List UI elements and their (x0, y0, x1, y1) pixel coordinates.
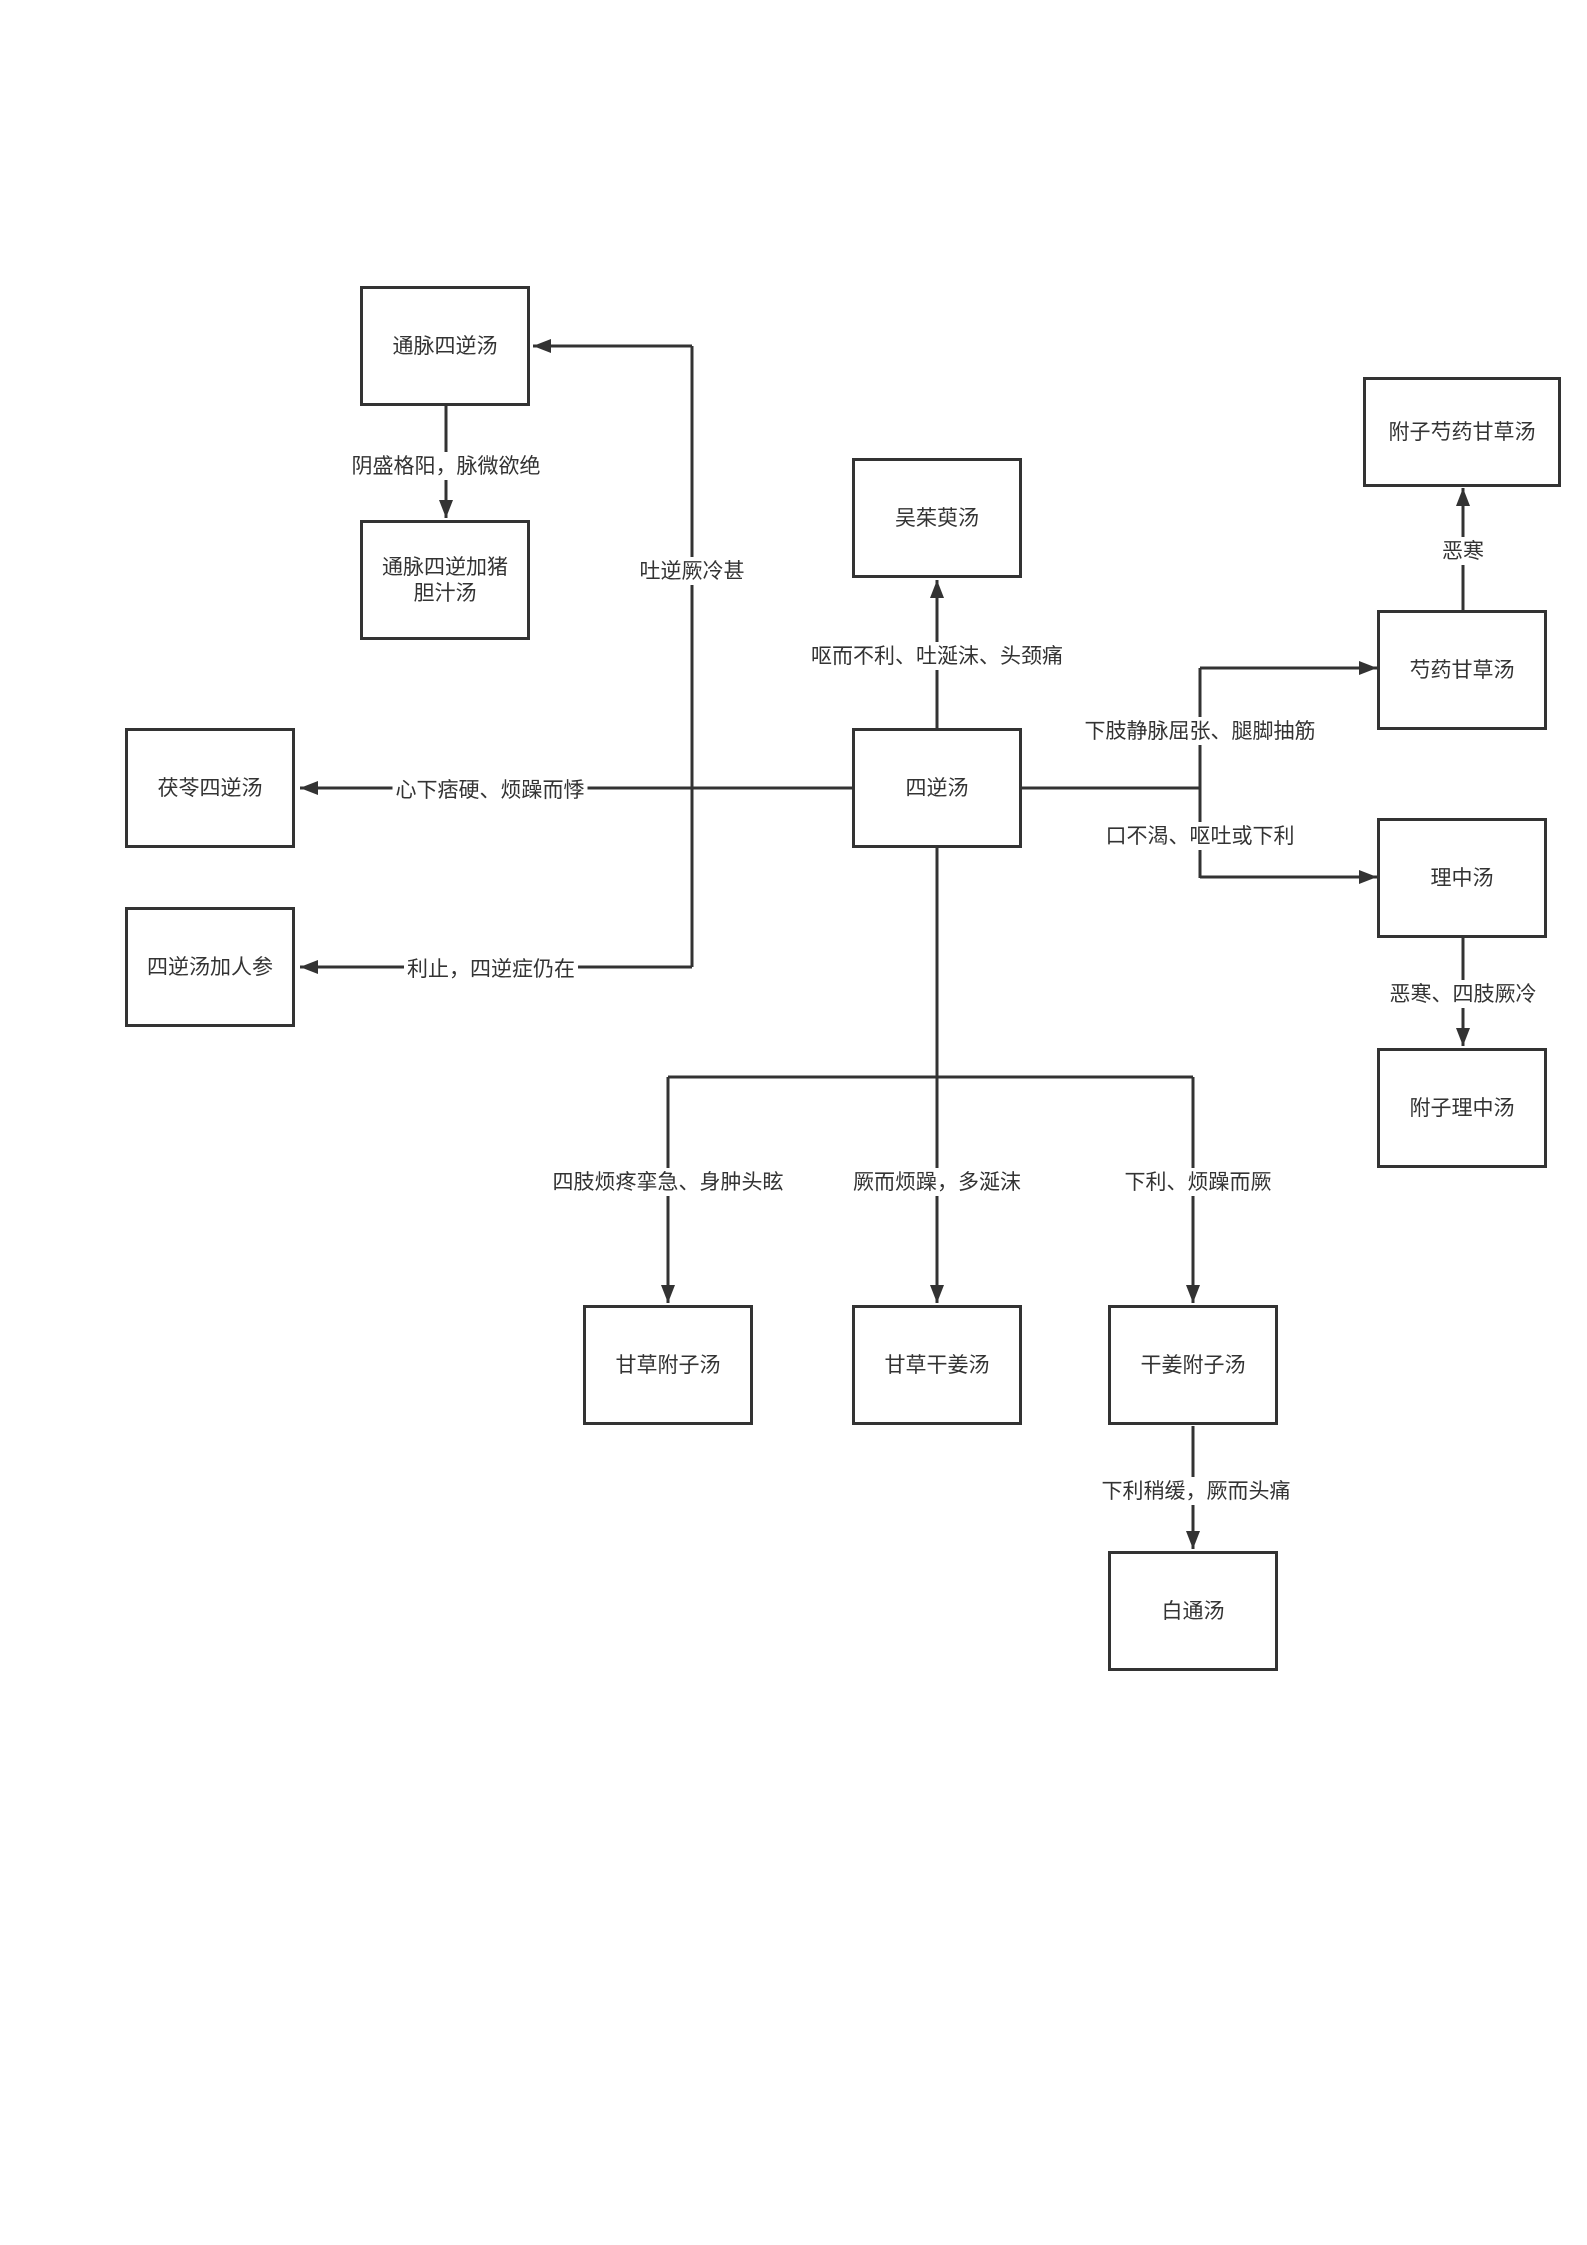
label-to-ganjiang-fuzi: 下利、烦躁而厥 (1121, 1168, 1275, 1196)
node-baitong: 白通汤 (1108, 1551, 1278, 1671)
node-ganjiang-fuzi: 干姜附子汤 (1108, 1305, 1278, 1425)
node-fuzi-lizhong: 附子理中汤 (1377, 1048, 1547, 1168)
label-to-fuzi-shaoyao-gancao: 恶寒 (1439, 537, 1487, 565)
label-to-tongmai-zhudan: 阴盛格阳，脉微欲绝 (348, 452, 544, 480)
node-tongmai-zhudan: 通脉四逆加猪胆汁汤 (360, 520, 530, 640)
label-to-baitong: 下利稍缓，厥而头痛 (1098, 1477, 1294, 1505)
label-to-sini-renshen: 利止，四逆症仍在 (404, 955, 578, 983)
node-wuzhuyu: 吴茱萸汤 (852, 458, 1022, 578)
node-fuling: 茯苓四逆汤 (125, 728, 295, 848)
label-to-wuzhuyu: 呕而不利、吐涎沫、头颈痛 (808, 642, 1066, 670)
label-to-gancao-ganjiang: 厥而烦躁，多涎沫 (850, 1168, 1024, 1196)
label-to-lizhong: 口不渴、呕吐或下利 (1102, 822, 1298, 850)
node-tongmai: 通脉四逆汤 (360, 286, 530, 406)
node-sini-renshen: 四逆汤加人参 (125, 907, 295, 1027)
node-gancao-ganjiang: 甘草干姜汤 (852, 1305, 1022, 1425)
label-to-tongmai: 吐逆厥冷甚 (636, 557, 748, 585)
label-to-gancao-fuzi: 四肢烦疼挛急、身肿头眩 (549, 1168, 787, 1196)
label-to-fuzi-lizhong: 恶寒、四肢厥冷 (1386, 980, 1540, 1008)
label-to-shaoyao-gancao: 下肢静脉屈张、腿脚抽筋 (1081, 717, 1319, 745)
node-fuzi-shaoyao-gancao: 附子芍药甘草汤 (1363, 377, 1561, 487)
node-lizhong: 理中汤 (1377, 818, 1547, 938)
label-to-fuling: 心下痞硬、烦躁而悸 (392, 776, 588, 804)
node-sini: 四逆汤 (852, 728, 1022, 848)
node-gancao-fuzi: 甘草附子汤 (583, 1305, 753, 1425)
node-shaoyao-gancao: 芍药甘草汤 (1377, 610, 1547, 730)
